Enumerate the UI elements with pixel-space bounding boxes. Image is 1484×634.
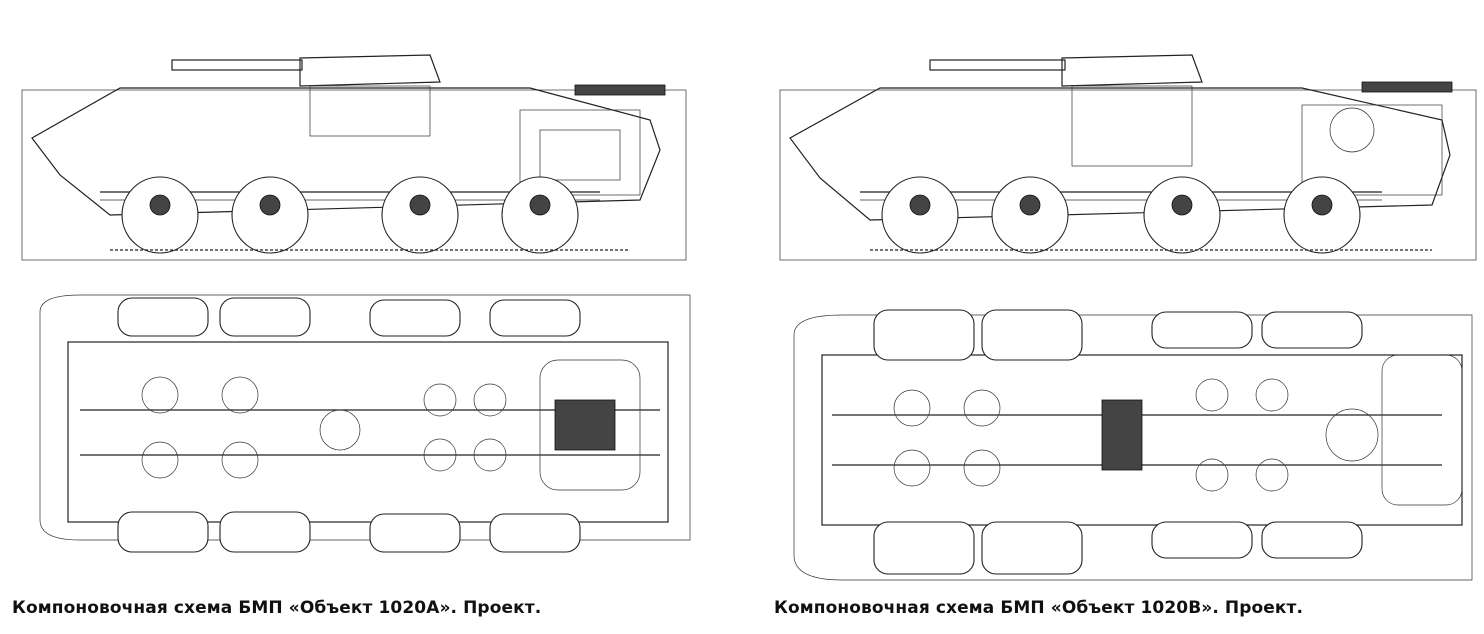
side-view (779, 54, 1477, 261)
side-and-top-view-drawing (21, 54, 691, 553)
figure-caption-1020a: Компоновочная схема БМП «Объект 1020А». … (12, 598, 542, 618)
figure-caption-1020b: Компоновочная схема БМП «Объект 1020В». … (774, 598, 1304, 618)
side-and-top-view-drawing (779, 54, 1477, 581)
top-view (793, 309, 1473, 581)
side-view (21, 54, 687, 261)
figure-object-1020a: Компоновочная схема БМП «Объект 1020А». … (12, 54, 691, 618)
top-view (39, 294, 691, 553)
figure-object-1020b: Компоновочная схема БМП «Объект 1020В». … (742, 0, 1484, 634)
